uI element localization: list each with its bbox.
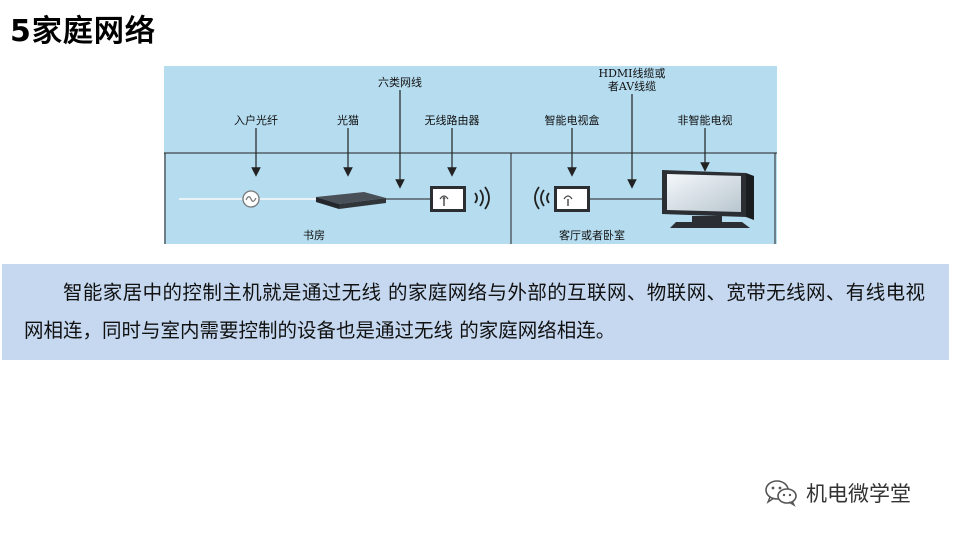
diagram-svg: 入户光纤 光猫 六类网线 无线路由器 HDMI线缆或 者AV线缆 智能电视盒 非… xyxy=(164,66,777,244)
wechat-icon xyxy=(765,480,797,507)
label-optical-modem: 光猫 xyxy=(337,113,359,127)
callout-arrows xyxy=(251,90,710,189)
watermark: 机电微学堂 xyxy=(764,478,911,508)
label-hdmi-line1: HDMI线缆或 xyxy=(598,66,665,80)
tv-icon xyxy=(662,170,754,228)
description-box: 智能家居中的控制主机就是通过无线 的家庭网络与外部的互联网、物联网、宽带无线网、… xyxy=(2,264,949,360)
room-outline xyxy=(164,152,777,244)
room-label-living: 客厅或者卧室 xyxy=(559,228,625,242)
room-label-study: 书房 xyxy=(303,229,325,242)
label-non-smart-tv: 非智能电视 xyxy=(678,113,733,127)
label-cat6-cable: 六类网线 xyxy=(378,75,422,89)
description-text: 智能家居中的控制主机就是通过无线 的家庭网络与外部的互联网、物联网、宽带无线网、… xyxy=(24,281,925,342)
wifi-signal-icon xyxy=(534,186,550,210)
label-entry-fiber: 入户光纤 xyxy=(234,113,278,127)
slide-title: 5家庭网络 xyxy=(10,14,156,49)
label-hdmi-line2: 者AV线缆 xyxy=(608,79,656,93)
fiber-socket-icon xyxy=(242,190,260,208)
home-network-diagram: 入户光纤 光猫 六类网线 无线路由器 HDMI线缆或 者AV线缆 智能电视盒 非… xyxy=(164,66,777,244)
watermark-text: 机电微学堂 xyxy=(806,482,911,506)
wifi-signal-icon xyxy=(474,186,490,210)
optical-modem-icon xyxy=(316,192,386,209)
label-smart-tv-box: 智能电视盒 xyxy=(545,113,600,127)
smart-tv-box-icon xyxy=(554,186,590,212)
wireless-router-icon xyxy=(430,186,466,212)
label-wireless-router: 无线路由器 xyxy=(425,113,480,127)
